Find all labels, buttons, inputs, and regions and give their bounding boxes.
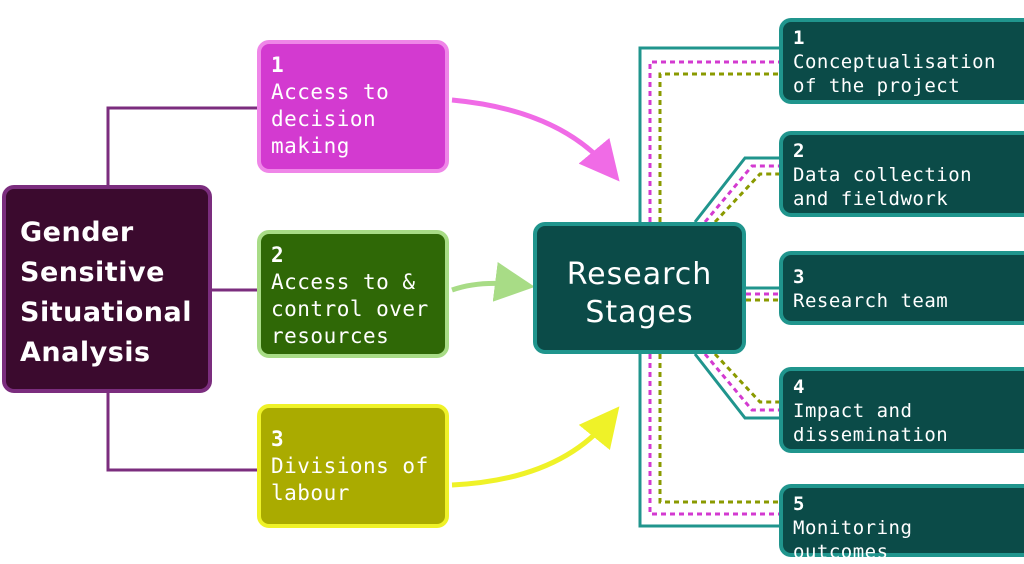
connector-gssa-factor-3 <box>106 393 257 472</box>
factor-2-number: 2 <box>271 243 285 267</box>
factor-box-2: 2 Access to & control over resources <box>257 230 449 358</box>
teal-connector-stage-4 <box>693 353 779 420</box>
research-stages-box: Research Stages <box>533 222 746 354</box>
stage-box-3: 3 Research team <box>779 251 1024 325</box>
stage-3-label: Research team <box>793 290 949 312</box>
teal-connector-stage-5 <box>638 354 779 528</box>
pink-dashed-stage-5 <box>648 354 779 516</box>
gssa-line-1: Gender <box>20 217 134 248</box>
connector-gssa-factor-1 <box>106 106 257 185</box>
gssa-box: Gender Sensitive Situational Analysis <box>2 185 212 393</box>
factor-2-label: Access to & control over resources <box>271 270 429 348</box>
research-stages-label: Research Stages <box>566 257 713 330</box>
stage-box-4: 4 Impact and dissemination <box>779 367 1024 453</box>
stage-1-number: 1 <box>793 27 805 49</box>
stage-5-label: Monitoring outcomes <box>793 517 913 563</box>
factor-3-number: 3 <box>271 427 285 451</box>
stage-2-label: Data collection and fieldwork <box>793 164 973 210</box>
factor-1-number: 1 <box>271 53 285 77</box>
gssa-line-3: Situational <box>20 297 192 328</box>
stage-4-number: 4 <box>793 376 805 398</box>
olive-dashed-stage-4 <box>713 352 779 404</box>
stage-box-1: 1 Conceptualisation of the project <box>779 18 1024 104</box>
pink-dashed-stage-2 <box>703 164 779 223</box>
stage-5-number: 5 <box>793 493 805 515</box>
stage-4-label: Impact and dissemination <box>793 400 949 446</box>
arrow-factor-3-to-research <box>451 406 620 488</box>
stage-1-label: Conceptualisation of the project <box>793 51 996 97</box>
stage-box-5: 5 Monitoring outcomes <box>779 484 1024 563</box>
stage-3-number: 3 <box>793 266 805 288</box>
arrow-factor-2-to-research <box>451 262 535 302</box>
pink-dashed-stage-1 <box>648 60 779 222</box>
gssa-line-2: Sensitive <box>20 257 165 288</box>
olive-dashed-stage-5 <box>658 354 779 504</box>
pink-dashed-stage-4 <box>703 353 779 412</box>
teal-connector-stage-2 <box>693 156 779 223</box>
teal-connector-stage-1 <box>638 46 779 222</box>
factor-box-3: 3 Divisions of labour <box>257 404 449 528</box>
olive-dashed-stage-2 <box>713 172 779 224</box>
stage-2-number: 2 <box>793 140 805 162</box>
arrow-factor-1-to-research <box>451 97 620 182</box>
factor-1-label: Access to decision making <box>271 80 390 158</box>
factor-3-label: Divisions of labour <box>271 454 429 505</box>
gssa-line-4: Analysis <box>20 337 151 368</box>
stage-box-2: 2 Data collection and fieldwork <box>779 131 1024 217</box>
factor-box-1: 1 Access to decision making <box>257 40 449 173</box>
olive-dashed-stage-1 <box>658 72 779 222</box>
